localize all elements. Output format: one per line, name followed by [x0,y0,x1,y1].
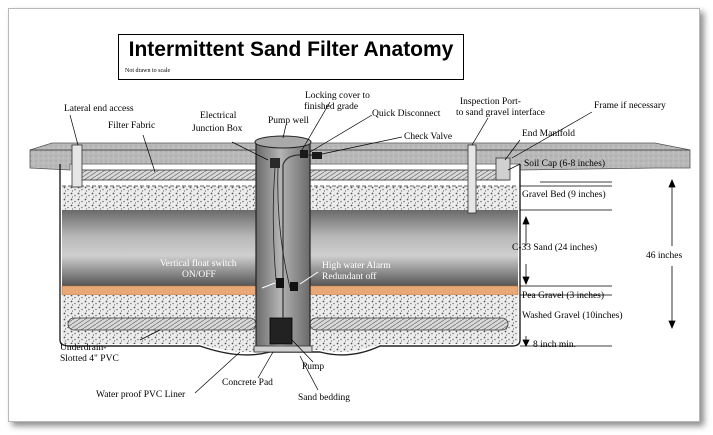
label-electrical-junction-box-2: Junction Box [192,124,243,134]
pump-well-cover [254,135,312,149]
inspection-port-riser [467,144,477,214]
label-pump: Pump [302,362,325,372]
underdrain-pipe-right [309,317,509,331]
pump-body [269,317,293,345]
label-float-switch-2: ON/OFF [182,270,216,280]
label-inspection-port-1: Inspection Port- [460,97,521,107]
page-subtitle: Not drawn to scale [125,68,171,74]
label-liner: Water proof PVC Liner [96,390,186,400]
quick-disconnect [300,150,308,158]
high-water-alarm-float [290,282,298,291]
label-soil-cap: Soil Cap (6-8 inches) [524,159,606,169]
label-locking-cover-1: Locking cover to [305,91,370,101]
label-pump-well: Pump well [268,116,309,126]
label-check-valve: Check Valve [404,132,453,142]
label-quick-disconnect: Quick Disconnect [372,109,441,119]
page-title: Intermittent Sand Filter Anatomy [128,38,454,61]
label-washed-gravel: Washed Gravel (10inches) [522,311,623,321]
label-inspection-port-2: to sand gravel interface [456,108,545,118]
label-min-depth: 8 inch min. [533,340,577,350]
label-filter-fabric: Filter Fabric [108,121,156,131]
leader-lines [69,101,593,394]
label-total-depth: 46 inches [646,251,683,261]
label-high-water-alarm-1: High water Alarm [322,261,391,271]
float-wires [272,167,291,289]
label-gravel-bed: Gravel Bed (9 inches) [522,190,606,200]
underdrain-pipe-left [67,317,257,331]
title-box: Intermittent Sand Filter Anatomy Not dra… [118,34,464,80]
float-switch-arrow [261,282,276,289]
electrical-junction-box [270,158,280,168]
check-valve [312,152,322,159]
label-high-water-alarm-2: Redundant off [322,272,377,282]
concrete-pad [253,345,313,353]
label-c33-sand: C-33 Sand (24 inches) [512,243,598,253]
label-electrical-junction-box-1: Electrical [200,111,237,121]
label-pea-gravel: Pea Gravel (3 inches) [522,291,605,301]
label-underdrain-1: Underdrain- [60,343,107,353]
label-frame: Frame if necessary [594,101,666,111]
float-switch [276,278,284,288]
label-end-manifold: End Manifold [522,129,576,139]
label-sand-bedding: Sand bedding [298,393,350,403]
alarm-float-arrow [299,271,319,285]
label-underdrain-2: Slotted 4" PVC [60,354,119,364]
dimension-marks [520,178,676,347]
label-concrete-pad: Concrete Pad [222,378,273,388]
label-float-switch-1: Vertical float switch [160,259,237,269]
label-lateral-end-access: Lateral end access [64,104,134,114]
end-manifold [495,157,511,181]
lateral-end-access-riser [71,144,83,188]
discharge-elbow [282,154,318,166]
label-locking-cover-2: finished grade [304,102,359,112]
